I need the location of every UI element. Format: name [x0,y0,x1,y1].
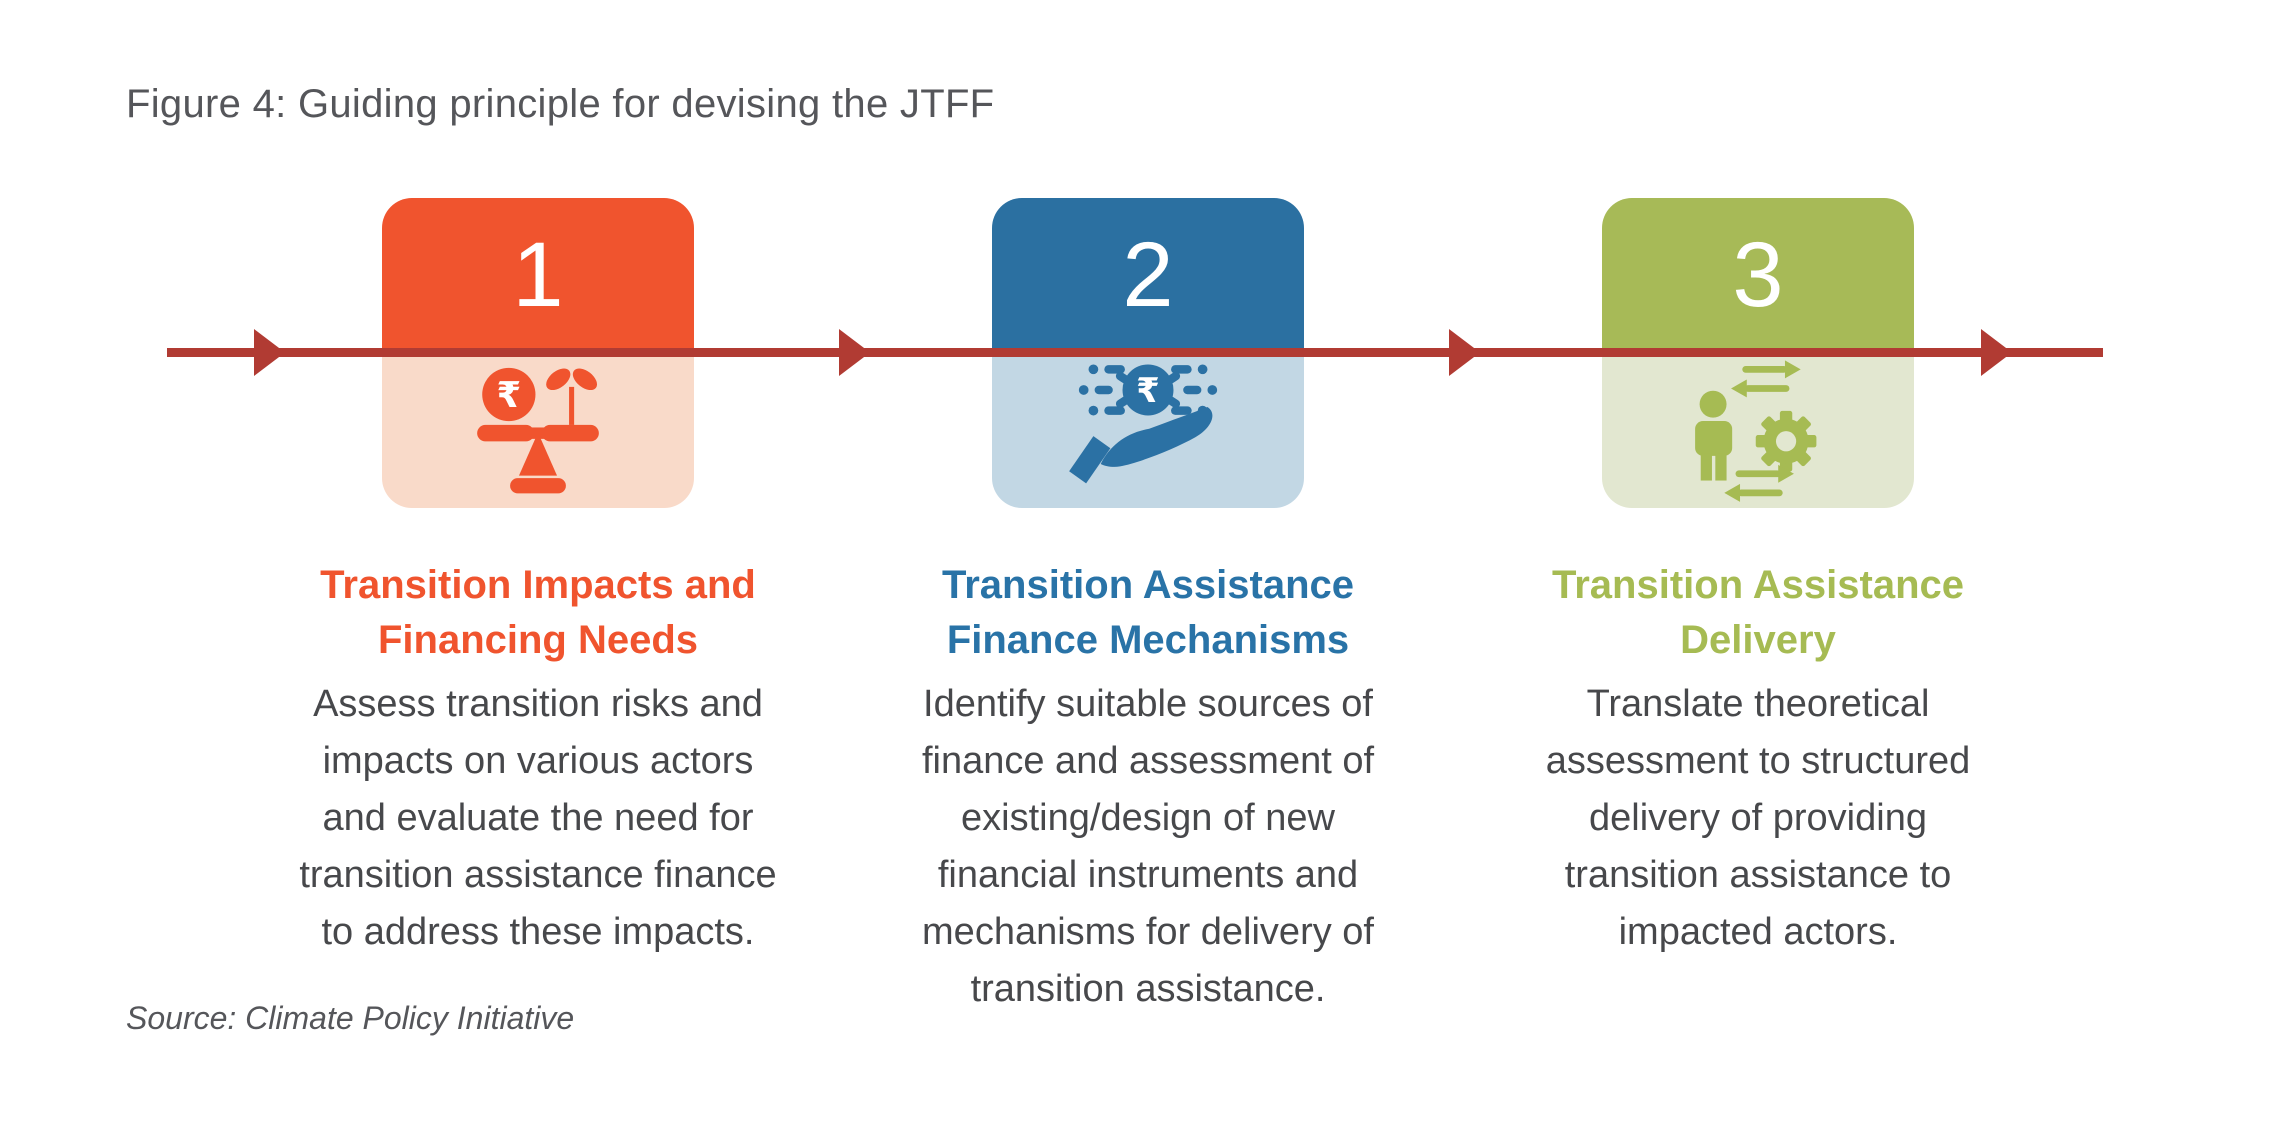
figure-title: Figure 4: Guiding principle for devising… [126,82,995,126]
step-card-3: 3 [1602,198,1914,508]
arrowhead-icon [254,329,285,376]
rupee-symbol: ₹ [496,375,521,416]
hand-rupee-coin-flow-icon: ₹ [1069,364,1218,484]
step-number: 3 [1732,224,1784,326]
arrowhead-icon [1981,329,2012,376]
step-icon-panel: ₹ [992,352,1304,508]
step-description: Translate theoretical assessment to stru… [1545,683,1971,953]
step-number-panel: 2 [992,198,1304,352]
step-description: Identify suitable sources of finance and… [921,683,1375,1010]
person-gear-exchange-icon [1695,360,1817,502]
step-description: Assess transition risks and impacts on v… [299,683,777,953]
step-number-panel: 1 [382,198,694,352]
step-heading: Transition Impacts and Financing Needs [320,563,756,662]
rupee-balance-scale-icon: ₹ [477,367,599,494]
step-card-1: 1 ₹ [382,198,694,508]
step-number-panel: 3 [1602,198,1914,352]
rupee-symbol: ₹ [1136,371,1160,411]
step-heading: Transition Assistance Finance Mechanisms [942,563,1354,662]
step-number: 2 [1122,224,1174,326]
source-note: Source: Climate Policy Initiative [126,1000,575,1036]
step-number: 1 [512,224,564,326]
step-icon-panel: ₹ [382,352,694,508]
arrowhead-icon [1449,329,1480,376]
arrowhead-icon [839,329,870,376]
step-icon-panel [1602,352,1914,508]
step-heading: Transition Assistance Delivery [1552,563,1964,662]
step-card-2: 2 [992,198,1304,508]
